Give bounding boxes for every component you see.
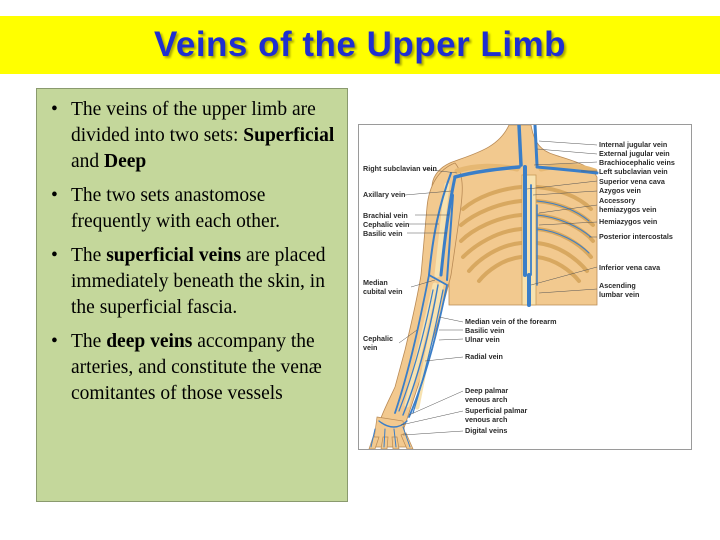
bullet-item-deep: • The deep veins accompany the arteries, … (47, 329, 339, 407)
label-median-cubital-1: Median (363, 278, 388, 287)
label-cephalic-lower-2: vein (363, 343, 377, 352)
label-left-subclavian: Left subclavian vein (599, 167, 668, 176)
label-basilic: Basilic vein (363, 229, 403, 238)
median-cubital-vein (428, 274, 448, 286)
bullet-dot: • (51, 331, 58, 352)
upper-limb-veins-figure: Right subclavian vein Axillary vein Brac… (358, 124, 692, 450)
leader-lines (398, 140, 598, 436)
bullet-4-part-3: accompany the arteries, and constitute t… (71, 331, 322, 404)
bullet-item-superficial: • The superficial veins are placed immedi… (47, 243, 339, 321)
radial-vein (398, 289, 434, 412)
bullet-dot: • (51, 99, 58, 120)
label-radial: Radial vein (465, 352, 503, 361)
label-median-forearm: Median vein of the forearm (465, 317, 556, 326)
bullet-dot: • (51, 245, 58, 266)
label-accessory-2: hemiazygos vein (599, 205, 657, 214)
label-basilic-forearm: Basilic vein (465, 326, 505, 335)
label-accessory-1: Accessory (599, 196, 635, 205)
bullet-4-part-1: The (71, 331, 107, 352)
bullet-text-box: • The veins of the upper limb are divided… (36, 88, 348, 502)
label-posterior-intercostals: Posterior intercostals (599, 232, 673, 241)
intercostal-veins (536, 200, 592, 254)
label-cephalic: Cephalic vein (363, 220, 409, 229)
anatomy-illustration: Right subclavian vein Axillary vein Brac… (363, 125, 675, 449)
label-azygos: Azygos vein (599, 186, 641, 195)
bullet-1-part-3: and (71, 151, 105, 172)
left-subclavian-vein (535, 165, 599, 175)
label-digital: Digital veins (465, 426, 507, 435)
title-bar: Veins of the Upper Limb (0, 16, 720, 74)
label-median-cubital-2: cubital vein (363, 287, 403, 296)
label-right-subclavian: Right subclavian vein (363, 164, 437, 173)
bullet-4-deep-veins: deep veins (106, 331, 193, 352)
bullet-2-text: The two sets anastomose frequently with … (71, 185, 281, 232)
left-labels: Right subclavian vein Axillary vein Brac… (363, 164, 437, 352)
label-superficial-palmar-2: venous arch (465, 415, 507, 424)
label-ascending-2: lumbar vein (599, 290, 639, 299)
bullet-1-part-1: The veins of the upper limb are divided … (71, 99, 316, 146)
arm-labels: Median vein of the forearm Basilic vein … (465, 317, 556, 435)
cephalic-vein-upper (428, 172, 452, 276)
label-deep-palmar-1: Deep palmar (465, 386, 508, 395)
label-cephalic-lower-1: Cephalic (363, 334, 393, 343)
label-hemiazygos: Hemiazygos vein (599, 217, 657, 226)
palmar-arch (378, 420, 408, 428)
ulnar-vein (412, 289, 444, 414)
label-ascending-1: Ascending (599, 281, 636, 290)
median-forearm-vein (402, 284, 439, 416)
axillary-brachial-vein (439, 175, 457, 277)
label-internal-jugular: Internal jugular vein (599, 140, 667, 149)
label-axillary: Axillary vein (363, 190, 405, 199)
basilic-vein-lower (408, 284, 448, 418)
bullet-1-deep: Deep (104, 151, 147, 172)
label-brachial: Brachial vein (363, 211, 408, 220)
bullet-item-sets: • The veins of the upper limb are divided… (47, 97, 339, 175)
digital-veins (370, 426, 411, 448)
label-inferior-vena-cava: Inferior vena cava (599, 263, 661, 272)
label-deep-palmar-2: venous arch (465, 395, 507, 404)
cephalic-vein-lower (394, 274, 430, 414)
bullet-dot: • (51, 185, 58, 206)
label-external-jugular: External jugular vein (599, 149, 670, 158)
bullet-3-part-3: are placed immediately beneath the skin,… (71, 245, 326, 318)
subclavian-vein (453, 165, 521, 179)
right-labels: Internal jugular vein External jugular v… (599, 140, 675, 299)
bullet-3-part-1: The (71, 245, 107, 266)
label-ulnar: Ulnar vein (465, 335, 500, 344)
label-brachiocephalic: Brachiocephalic veins (599, 158, 675, 167)
bullet-list: • The veins of the upper limb are divided… (47, 97, 339, 407)
jugular-vein (517, 125, 523, 167)
basilic-vein-upper (446, 194, 454, 281)
left-jugular-vein (533, 125, 539, 167)
bullet-item-anastomose: • The two sets anastomose frequently with… (47, 183, 339, 235)
label-superficial-palmar-1: Superficial palmar (465, 406, 528, 415)
slide-title: Veins of the Upper Limb (153, 25, 567, 64)
bullet-3-superficial-veins: superficial veins (106, 245, 242, 266)
label-superior-vena-cava: Superior vena cava (599, 177, 666, 186)
vein-network (370, 125, 599, 448)
bullet-1-superficial: Superficial (243, 125, 335, 146)
